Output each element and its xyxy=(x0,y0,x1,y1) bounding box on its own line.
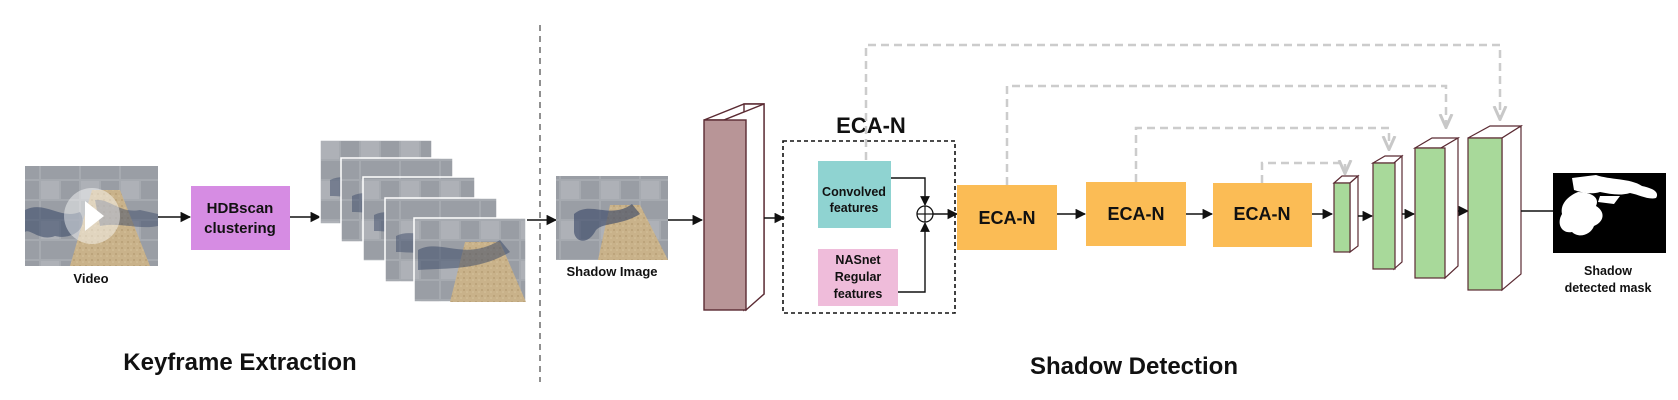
eca-detail-title: ECA-N xyxy=(836,113,906,138)
connector-convolved-sum xyxy=(891,177,930,206)
video-thumbnail xyxy=(25,166,158,266)
shadow-mask-output xyxy=(1553,173,1666,253)
eca-detail-box xyxy=(782,140,956,314)
convolved-label-line2: features xyxy=(830,201,879,215)
eca-block-1-label: ECA-N xyxy=(979,208,1036,228)
eca-block-2: ECA-N xyxy=(1086,182,1186,246)
convolved-label-line1: Convolved xyxy=(822,185,886,199)
skip-connection-4 xyxy=(1260,163,1345,183)
nasnet-label-line3: features xyxy=(834,287,883,301)
hdbscan-clustering-box: HDBscan clustering xyxy=(191,186,290,250)
skip-connections xyxy=(864,43,1500,185)
convolved-features-box: Convolved features xyxy=(818,161,891,228)
decoder-block-3 xyxy=(1412,136,1461,280)
video-label: Video xyxy=(73,271,108,286)
eca-block-3-label: ECA-N xyxy=(1234,204,1291,224)
play-triangle-icon xyxy=(85,201,104,231)
mask-label-line2: detected mask xyxy=(1565,281,1652,295)
keyframe-extraction-title: Keyframe Extraction xyxy=(123,349,356,376)
skip-connection-1 xyxy=(864,43,1500,160)
shadow-detection-title: Shadow Detection xyxy=(1030,353,1238,380)
connector-nasnet-sum xyxy=(898,222,930,293)
nasnet-features-box: NASnet Regular features xyxy=(818,249,898,306)
decoder-block-1 xyxy=(1332,174,1360,254)
keyframe-stack xyxy=(319,139,527,303)
skip-connection-2 xyxy=(1005,84,1446,185)
keyframe-5 xyxy=(413,217,527,303)
eca-block-3: ECA-N xyxy=(1213,183,1312,247)
circled-plus-icon xyxy=(916,205,934,223)
feature-block xyxy=(703,102,765,312)
shadow-image-label: Shadow Image xyxy=(566,264,657,279)
eca-block-1: ECA-N xyxy=(957,185,1057,250)
hdbscan-label-line1: HDBscan xyxy=(207,200,274,217)
skip-connection-3 xyxy=(1134,126,1389,182)
eca-block-2-label: ECA-N xyxy=(1108,204,1165,224)
decoder-block-2 xyxy=(1370,154,1404,271)
shadow-image-thumbnail xyxy=(556,176,668,260)
hdbscan-label-line2: clustering xyxy=(204,220,276,237)
nasnet-label-line1: NASnet xyxy=(835,253,881,267)
decoder-block-4 xyxy=(1467,124,1524,292)
nasnet-label-line2: Regular xyxy=(835,270,882,284)
mask-label-line1: Shadow xyxy=(1584,264,1632,278)
